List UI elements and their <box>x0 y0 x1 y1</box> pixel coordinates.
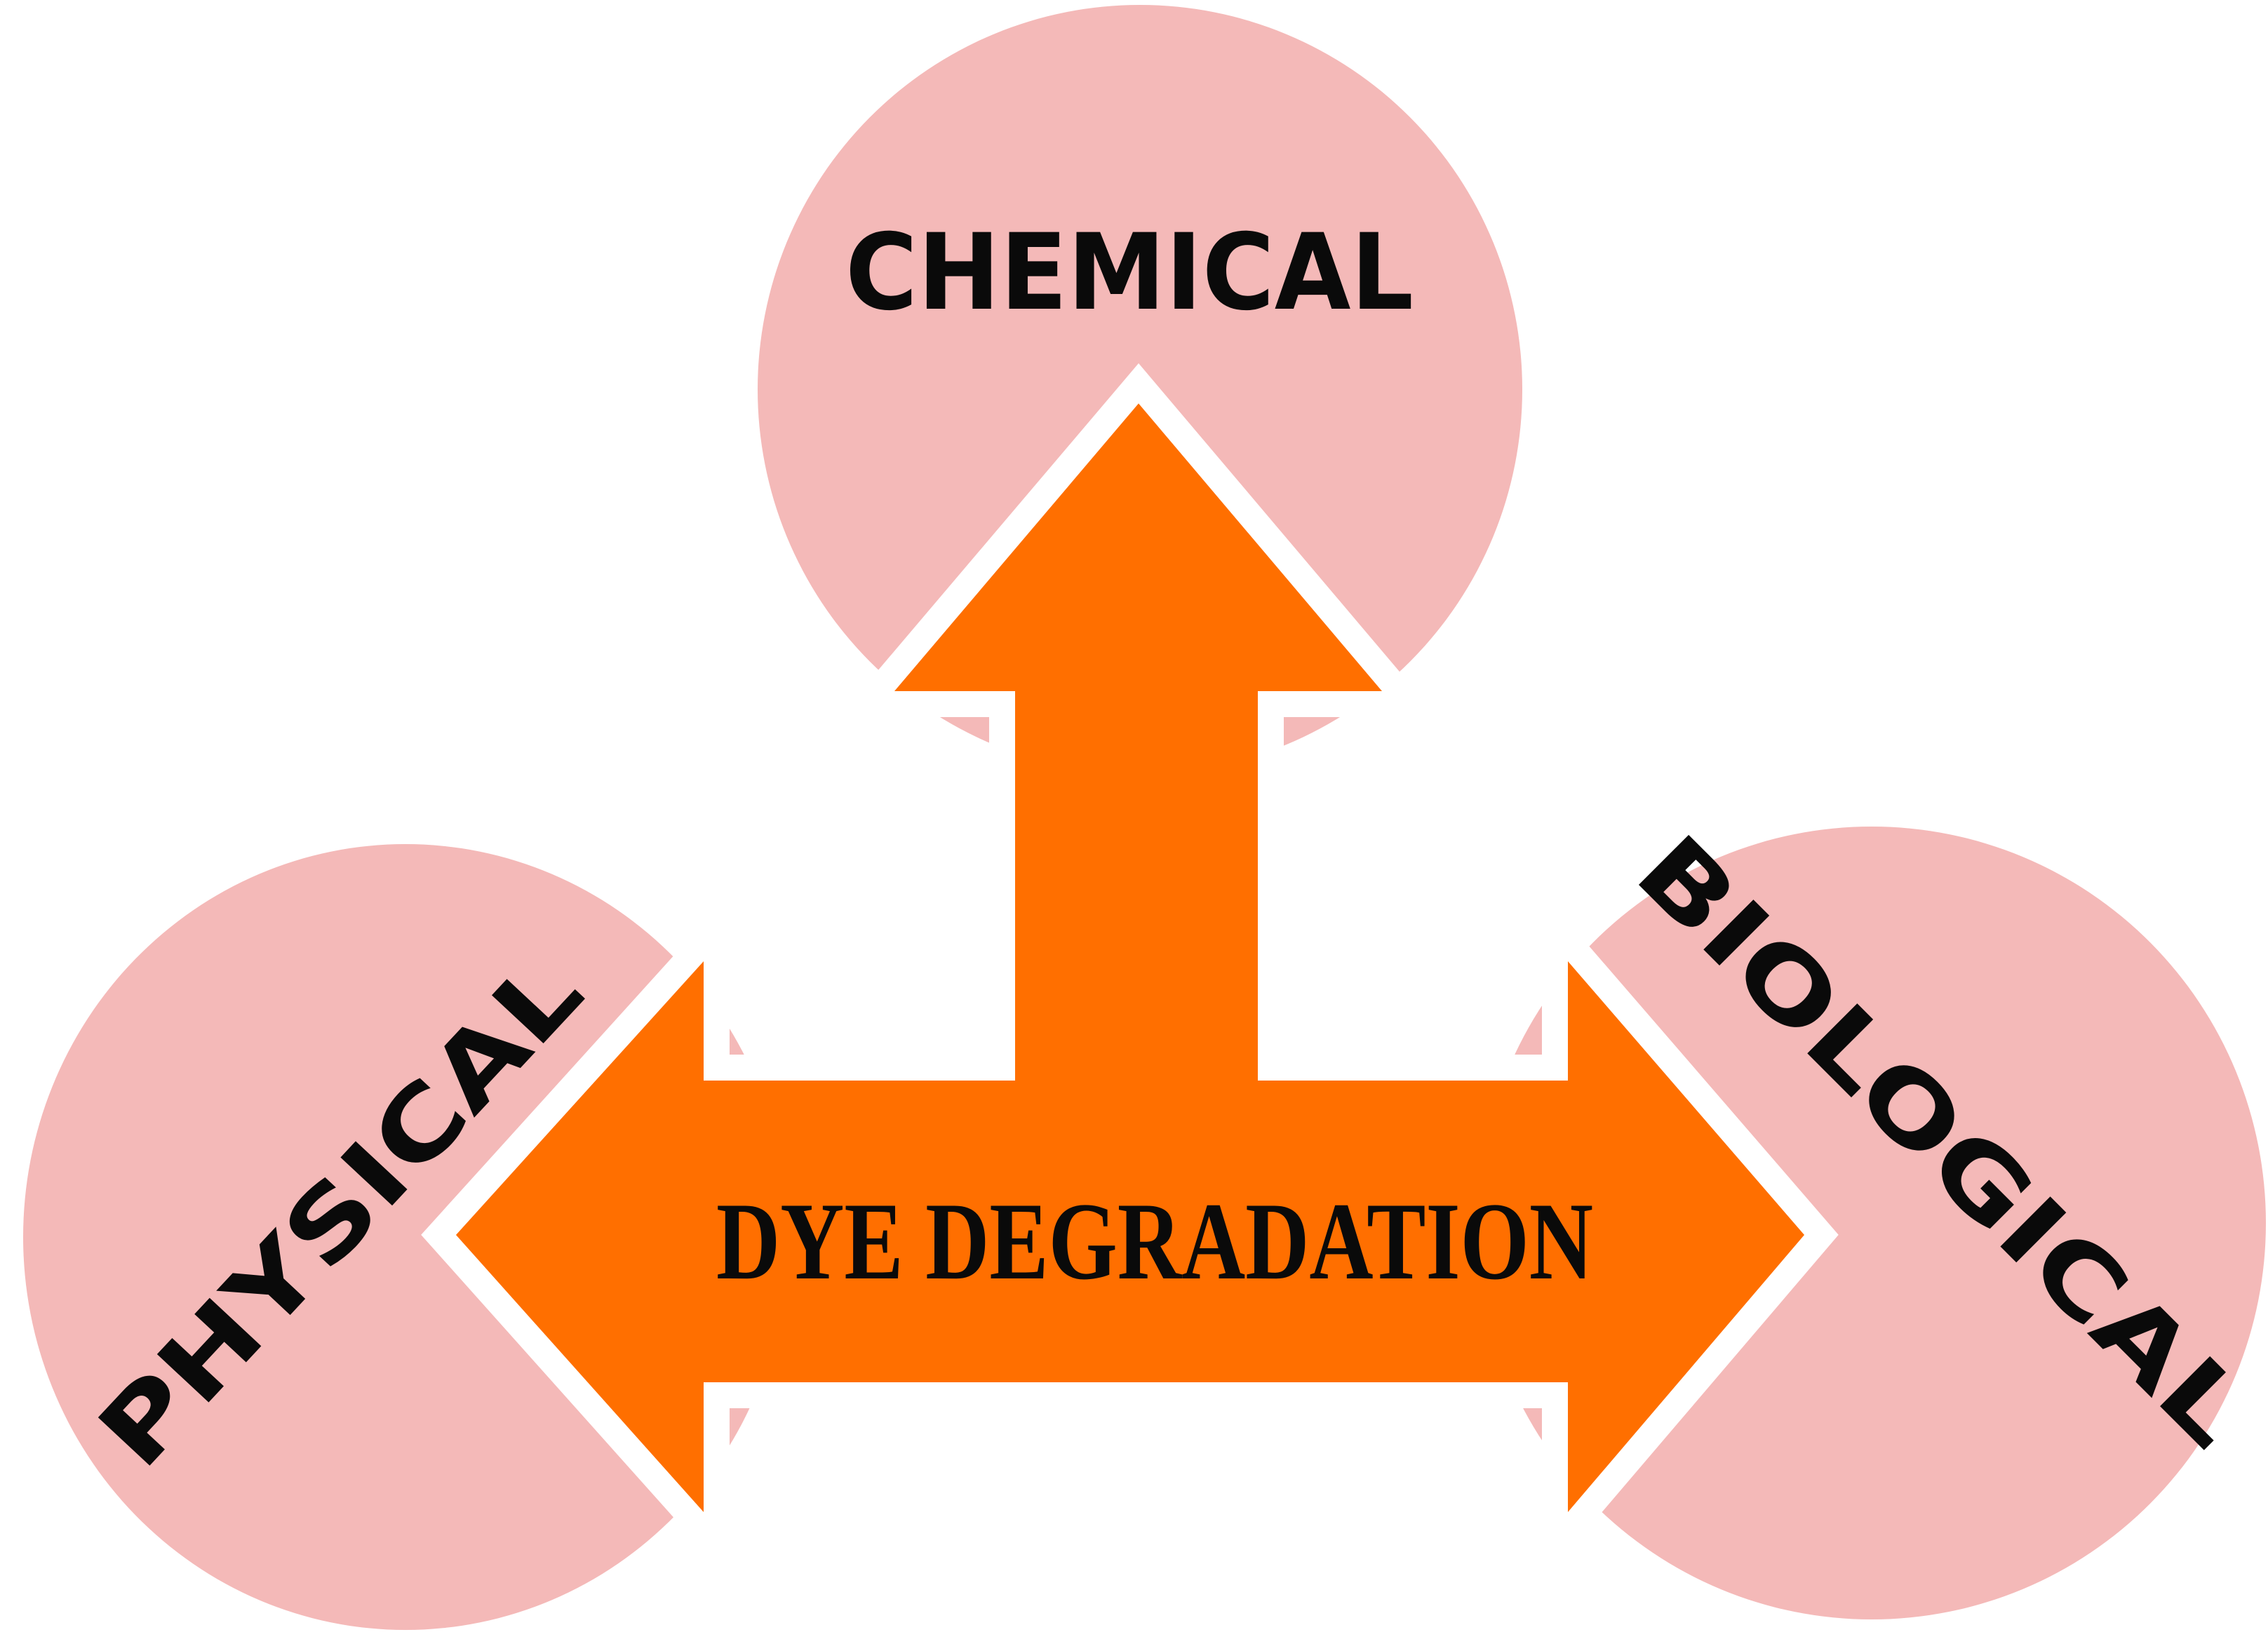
center-label: DYE DEGRADATION <box>716 1180 1593 1303</box>
physical-node <box>23 844 788 1630</box>
chemical-label: CHEMICAL <box>845 212 1414 334</box>
physical-circle <box>23 844 788 1630</box>
degradation-arrow <box>456 403 1804 1512</box>
